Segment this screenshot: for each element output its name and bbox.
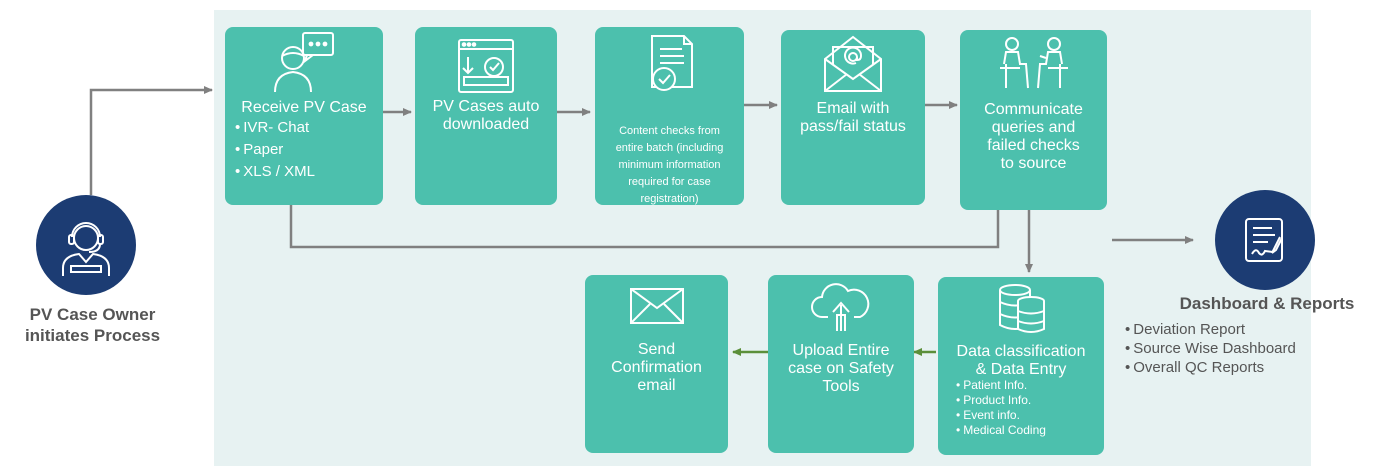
signed-report-icon (1245, 218, 1283, 262)
communicate-title-line2: queries and (991, 119, 1076, 136)
cloud-upload-icon (810, 281, 872, 333)
check-text-line4: required for case (628, 176, 711, 188)
communicate-title-line3: failed checks (987, 137, 1080, 154)
check-text-line3: minimum information (618, 159, 721, 171)
download-title-line1: PV Cases auto (432, 98, 540, 115)
step-upload-safety-tools: Upload Entire case on Safety Tools (768, 275, 914, 453)
classification-list: Patient Info. Product Info. Event info. … (956, 378, 1046, 438)
owner-avatar (36, 195, 136, 295)
dashboard-list: Deviation Report Source Wise Dashboard O… (1125, 320, 1296, 377)
call-center-agent-icon (62, 222, 110, 276)
confirmation-title-line2: Confirmation (611, 359, 702, 376)
list-item: Paper (235, 139, 315, 161)
confirmation-title-line1: Send (637, 341, 676, 358)
process-panel (214, 10, 1311, 466)
list-item: Medical Coding (956, 423, 1046, 438)
list-item: Patient Info. (956, 378, 1046, 393)
list-item: XLS / XML (235, 161, 315, 183)
dashboard-avatar (1215, 190, 1315, 290)
download-window-icon (456, 37, 516, 95)
upload-title-line2: case on Safety (788, 360, 894, 377)
step-communicate: Communicate queries and failed checks to… (960, 30, 1107, 210)
owner-to-receive-arrow (89, 86, 213, 195)
meeting-people-icon (996, 34, 1072, 92)
step-data-classification: Data classification & Data Entry Patient… (938, 277, 1104, 455)
upload-title-line1: Upload Entire (792, 342, 890, 359)
upload-title-line3: Tools (822, 378, 860, 395)
list-item: Overall QC Reports (1125, 358, 1296, 377)
chat-person-icon (271, 30, 337, 94)
step-auto-download: PV Cases auto downloaded (415, 27, 557, 205)
step-receive-pv-case: Receive PV Case IVR- Chat Paper XLS / XM… (225, 27, 383, 205)
document-check-icon (642, 33, 698, 95)
receive-list: IVR- Chat Paper XLS / XML (235, 117, 315, 183)
dashboard-title: Dashboard & Reports (1179, 294, 1355, 313)
communicate-feedback-arrow (287, 196, 1000, 249)
list-item: Deviation Report (1125, 320, 1296, 339)
communicate-title-line4: to source (1000, 155, 1067, 172)
owner-label: PV Case Owner initiates Process (0, 304, 185, 346)
classification-title-line2: & Data Entry (975, 361, 1067, 378)
step-email-status: Email with pass/fail status (781, 30, 925, 205)
download-title-line2: downloaded (442, 116, 530, 133)
database-icon (995, 281, 1047, 337)
classification-title-line1: Data classification (956, 343, 1086, 360)
check-text-line1: Content checks from (619, 125, 720, 137)
email-title-line2: pass/fail status (800, 118, 906, 135)
check-text-line2: entire batch (including (615, 142, 724, 154)
check-text-line5: registration) (640, 193, 699, 205)
step-send-confirmation: Send Confirmation email (585, 275, 728, 453)
list-item: IVR- Chat (235, 117, 315, 139)
owner-label-line1: PV Case Owner (29, 305, 156, 324)
confirmation-title-line3: email (637, 377, 676, 394)
owner-label-line2: initiates Process (24, 326, 161, 345)
email-title-line1: Email with (816, 100, 890, 117)
email-at-icon (821, 33, 885, 95)
list-item: Source Wise Dashboard (1125, 339, 1296, 358)
list-item: Event info. (956, 408, 1046, 423)
step-content-checks: Content checks from entire batch (includ… (595, 27, 744, 205)
list-item: Product Info. (956, 393, 1046, 408)
envelope-icon (628, 286, 686, 326)
receive-title: Receive PV Case (241, 99, 367, 116)
communicate-title-line1: Communicate (984, 101, 1083, 118)
